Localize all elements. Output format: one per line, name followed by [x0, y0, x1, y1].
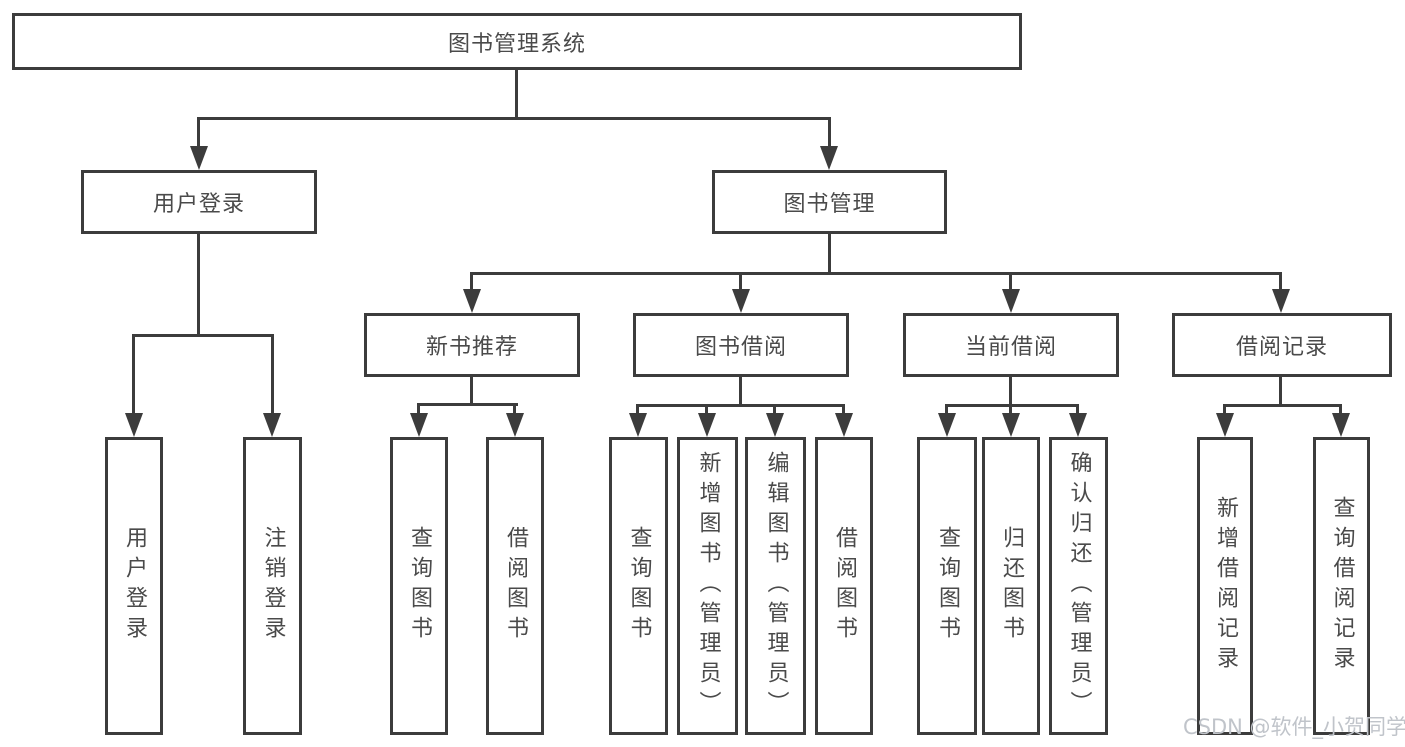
- connector-line: [1339, 404, 1342, 416]
- leaf-borrow-books-recommend: 借阅图书: [486, 437, 544, 735]
- connector-line: [636, 404, 639, 416]
- leaf-add-books-admin: 新增图书（管理员）: [677, 437, 738, 735]
- leaf-query-books-borrowing: 查询图书: [609, 437, 668, 735]
- connector-line: [828, 234, 831, 274]
- arrow-down-icon: [1216, 413, 1234, 437]
- connector-line: [705, 404, 708, 416]
- connector-line: [132, 334, 274, 337]
- connector-line: [636, 404, 845, 407]
- connector-line: [470, 377, 473, 406]
- leaf-return-books: 归还图书: [982, 437, 1040, 735]
- leaf-user-login: 用户登录: [105, 437, 163, 735]
- arrow-down-icon: [1002, 289, 1020, 313]
- arrow-down-icon: [263, 413, 281, 437]
- connector-line: [1009, 404, 1012, 416]
- arrow-down-icon: [1272, 289, 1290, 313]
- node-book-borrowing: 图书借阅: [633, 313, 849, 377]
- connector-line: [1009, 272, 1012, 293]
- connector-line: [945, 404, 1079, 407]
- connector-line: [773, 404, 776, 416]
- leaf-query-books-current: 查询图书: [917, 437, 977, 735]
- node-book-management: 图书管理: [712, 170, 947, 234]
- arrow-down-icon: [125, 413, 143, 437]
- connector-line: [842, 404, 845, 416]
- node-library-system: 图书管理系统: [12, 13, 1022, 70]
- leaf-edit-books-admin: 编辑图书（管理员）: [745, 437, 806, 735]
- connector-line: [417, 403, 518, 406]
- connector-line: [470, 272, 1282, 275]
- leaf-add-borrow-record: 新增借阅记录: [1197, 437, 1253, 735]
- arrow-down-icon: [629, 413, 647, 437]
- arrow-down-icon: [732, 289, 750, 313]
- connector-line: [515, 69, 518, 119]
- connector-line: [1223, 404, 1226, 416]
- arrow-down-icon: [463, 289, 481, 313]
- node-borrowing-records: 借阅记录: [1172, 313, 1392, 377]
- watermark: CSDN @软件_小贺同学: [1183, 715, 1405, 739]
- connector-line: [1009, 377, 1012, 406]
- node-new-book-recommendation: 新书推荐: [364, 313, 580, 377]
- leaf-logout: 注销登录: [243, 437, 302, 735]
- connector-line: [197, 117, 831, 120]
- arrow-down-icon: [820, 146, 838, 170]
- arrow-down-icon: [410, 413, 428, 437]
- connector-line: [1279, 272, 1282, 293]
- leaf-query-borrow-record: 查询借阅记录: [1313, 437, 1370, 735]
- node-user-login: 用户登录: [81, 170, 317, 234]
- leaf-confirm-return-admin: 确认归还（管理员）: [1049, 437, 1108, 735]
- arrow-down-icon: [506, 413, 524, 437]
- arrow-down-icon: [1069, 413, 1087, 437]
- connector-line: [271, 334, 274, 416]
- arrow-down-icon: [1332, 413, 1350, 437]
- arrow-down-icon: [835, 413, 853, 437]
- connector-line: [197, 117, 200, 150]
- leaf-borrow-books: 借阅图书: [815, 437, 873, 735]
- connector-line: [828, 117, 831, 150]
- connector-line: [417, 403, 420, 416]
- connector-line: [945, 404, 948, 416]
- connector-line: [739, 272, 742, 293]
- connector-line: [1076, 404, 1079, 416]
- leaf-query-books-recommend: 查询图书: [390, 437, 448, 735]
- connector-line: [470, 272, 473, 293]
- arrow-down-icon: [1002, 413, 1020, 437]
- arrow-down-icon: [766, 413, 784, 437]
- connector-line: [132, 334, 135, 416]
- connector-line: [739, 377, 742, 406]
- connector-line: [197, 234, 200, 337]
- arrow-down-icon: [938, 413, 956, 437]
- connector-line: [513, 403, 516, 416]
- arrow-down-icon: [698, 413, 716, 437]
- node-current-borrowing: 当前借阅: [903, 313, 1119, 377]
- connector-line: [1223, 404, 1342, 407]
- connector-line: [1279, 377, 1282, 406]
- arrow-down-icon: [190, 146, 208, 170]
